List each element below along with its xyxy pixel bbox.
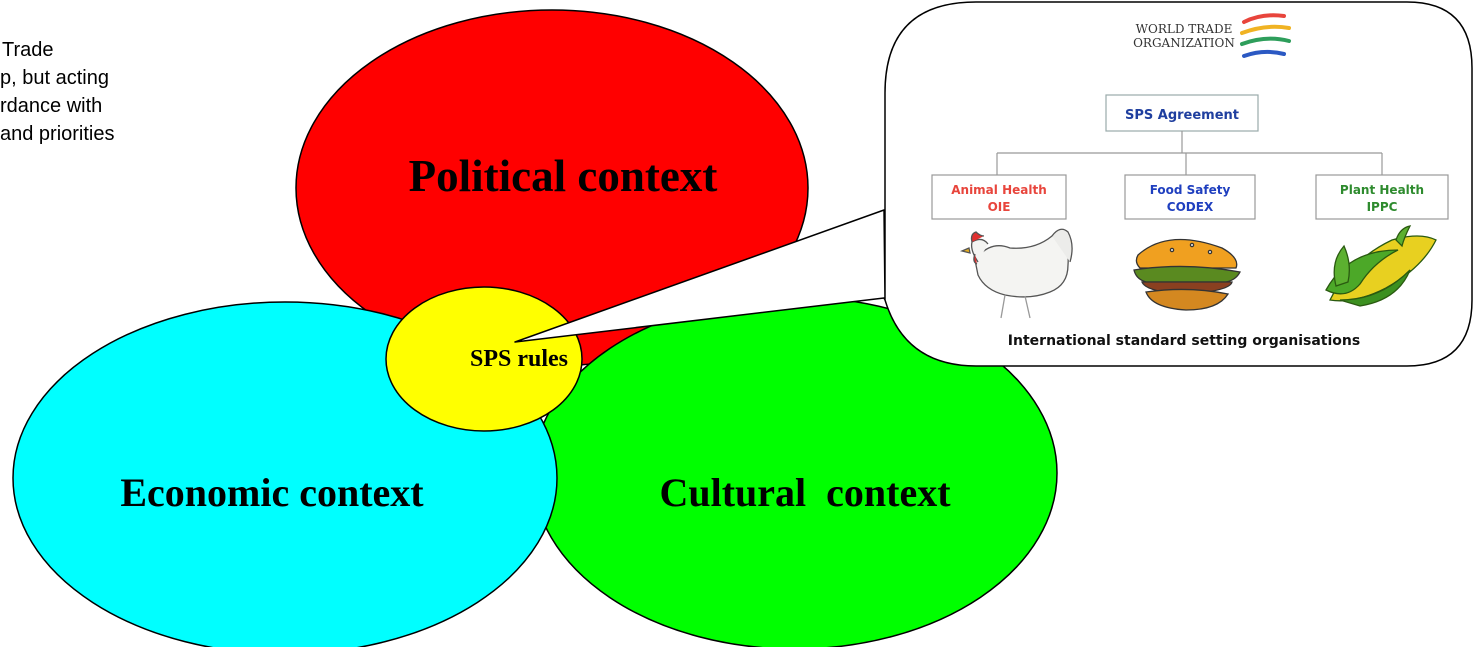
cropped-side-text: Trade p, but acting rdance with and prio… bbox=[0, 36, 200, 148]
oie-label: OIE bbox=[988, 200, 1011, 214]
wto-name-line-2: ORGANIZATION bbox=[1133, 36, 1235, 50]
wto-logo: WORLD TRADE ORGANIZATION bbox=[1133, 13, 1291, 58]
callout-footer: International standard setting organisat… bbox=[1008, 333, 1360, 349]
sps-agreement-label: SPS Agreement bbox=[1125, 108, 1239, 123]
sps-rules-label: SPS rules bbox=[470, 346, 568, 372]
animal-health-label: Animal Health bbox=[951, 183, 1047, 197]
body-box-plant-health: Plant Health IPPC bbox=[1315, 174, 1449, 220]
corn-icon bbox=[1325, 225, 1437, 307]
economic-context-label: Economic context bbox=[120, 470, 424, 515]
chicken-icon bbox=[959, 228, 1073, 319]
wto-swirl-icon bbox=[1240, 13, 1291, 58]
body-box-food-safety: Food Safety CODEX bbox=[1124, 174, 1256, 220]
sps-agreement-box bbox=[1105, 94, 1259, 132]
agreement-tree-lines bbox=[996, 131, 1383, 175]
body-box-animal-health: Animal Health OIE bbox=[931, 174, 1067, 220]
plant-health-label: Plant Health bbox=[1340, 183, 1424, 197]
burger-icon bbox=[1133, 238, 1241, 311]
side-text-line-3: rdance with bbox=[0, 95, 103, 117]
ippc-label: IPPC bbox=[1367, 200, 1398, 214]
political-context-label: Political context bbox=[409, 151, 718, 201]
sps-rules-ellipse bbox=[385, 286, 583, 432]
cultural-context-label: Cultural context bbox=[659, 470, 951, 515]
wto-name-line-1: WORLD TRADE bbox=[1136, 22, 1233, 36]
codex-label: CODEX bbox=[1167, 200, 1214, 214]
food-safety-label: Food Safety bbox=[1150, 183, 1231, 197]
side-text-line-1: Trade bbox=[2, 39, 54, 61]
side-text-line-4: and priorities bbox=[0, 123, 115, 145]
side-text-line-2: p, but acting bbox=[0, 67, 109, 89]
